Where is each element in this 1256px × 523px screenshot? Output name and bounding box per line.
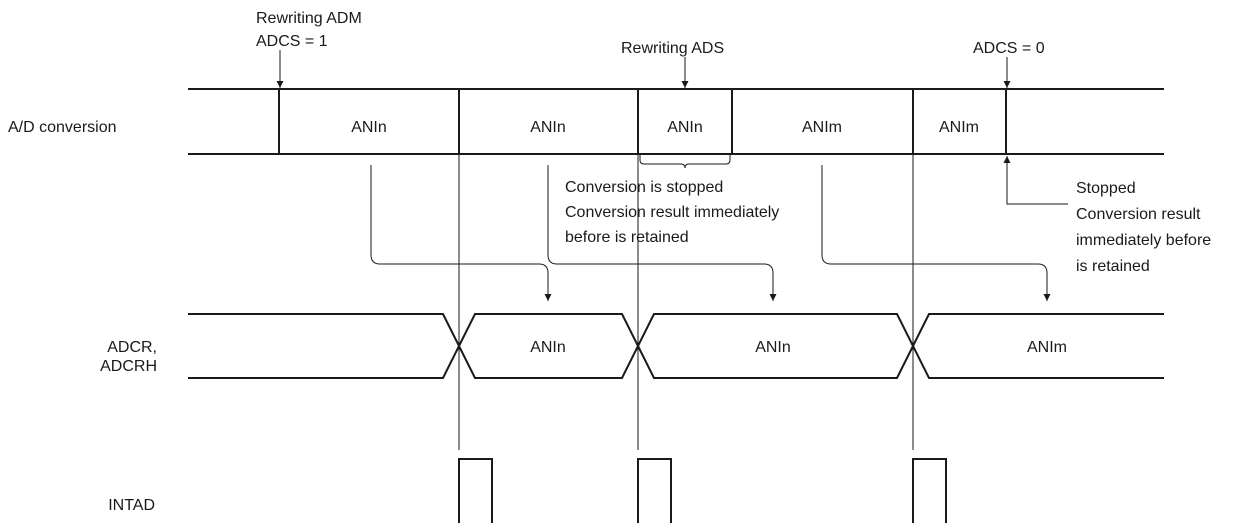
ad-conversion-row-label: A/D conversion — [8, 119, 117, 136]
ad-cell-label: ANIn — [667, 119, 703, 136]
adcr-cell-label: ANIm — [1027, 339, 1067, 356]
ad-cell-label: ANIm — [802, 119, 842, 136]
adcr-bus: ANIn ANIn ANIm — [188, 313, 1164, 379]
adcr-cell-label: ANIn — [755, 339, 791, 356]
end-note-line4: is retained — [1076, 258, 1150, 275]
adcr-cell-label: ANIn — [530, 339, 566, 356]
adcs-one-label: ADCS = 1 — [256, 33, 328, 50]
rewriting-ads-label: Rewriting ADS — [621, 40, 724, 57]
stopped-note-line1: Conversion is stopped — [565, 179, 723, 196]
adcs-zero-label: ADCS = 0 — [973, 40, 1045, 57]
adcr-row-label-line1: ADCR, — [107, 339, 157, 356]
stopped-note-line3: before is retained — [565, 229, 689, 246]
adcr-row-label-line2: ADCRH — [100, 358, 157, 375]
end-note-line3: immediately before — [1076, 232, 1211, 249]
result-transfer-arrow — [547, 165, 777, 301]
stopped-note-line2: Conversion result immediately — [565, 204, 779, 221]
ad-cell-label: ANIn — [351, 119, 387, 136]
end-note-line2: Conversion result — [1076, 206, 1201, 223]
rewriting-adm-label: Rewriting ADM — [256, 10, 362, 27]
intad-pulse — [637, 458, 672, 523]
intad-pulse — [912, 458, 947, 523]
intad-row-label: INTAD — [108, 497, 155, 514]
stopped-pointer-arrow — [1003, 156, 1068, 205]
adcr-bus-top-line — [188, 313, 1164, 349]
end-note-line1: Stopped — [1076, 180, 1136, 197]
ad-cell-label: ANIn — [530, 119, 566, 136]
intad-pulse — [458, 458, 493, 523]
ad-conversion-bus: ANIn ANIn ANIn ANIm ANIm — [188, 88, 1164, 155]
ad-cell-label: ANIm — [939, 119, 979, 136]
adcr-bus-bottom-line — [188, 343, 1164, 379]
result-transfer-arrow — [821, 165, 1051, 301]
intad-signal — [458, 458, 947, 523]
stopped-conversion-brace — [639, 154, 731, 169]
